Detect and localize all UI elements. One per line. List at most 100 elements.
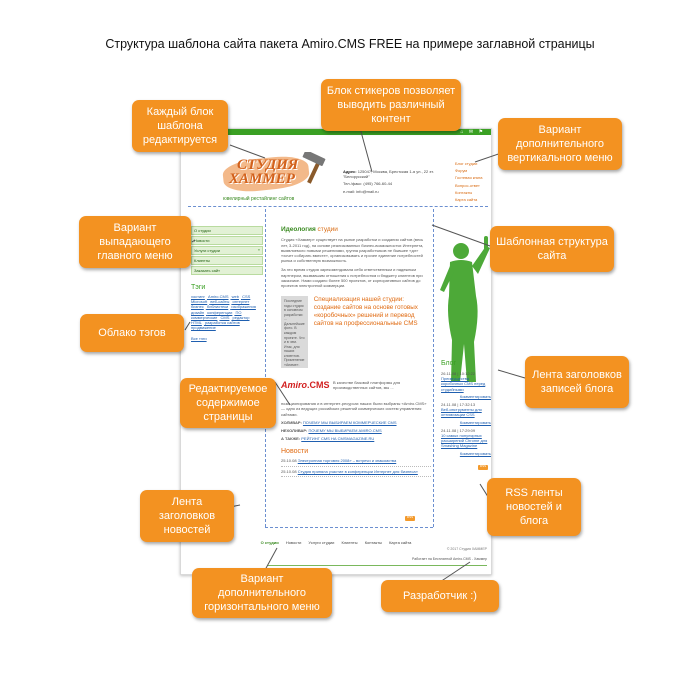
main-menu-item[interactable]: Клиенты (191, 256, 263, 265)
footer-menu-item[interactable]: Клиенты (341, 540, 358, 545)
article-link[interactable]: РЕЙТИНГ CMS НА CMSMAGAZINE.RU (301, 436, 375, 442)
blog-link[interactable]: 10 самых популярных расширений Chrome дл… (441, 432, 488, 449)
rss-news-icon[interactable]: RSS (405, 515, 415, 521)
callout-stickers: Блок стикеров позволяет выводить различн… (321, 79, 461, 131)
content-column: Идеология студии Студия «Хаммер» существ… (281, 226, 431, 477)
phone-text: Тел./факс: (495) 766-60-44 (343, 181, 393, 187)
email-text[interactable]: e-mail: info@mail.ru (343, 188, 379, 194)
article-link[interactable]: ПОЧЕМУ МЫ ВЫБИРАЕМ AMIRO.CMS (308, 427, 382, 433)
left-column: О студии Новости Услуги студии» Клиенты … (191, 226, 263, 342)
tag-link[interactable]: Amiro.CMS (208, 294, 229, 300)
tag-cloud: хостинг Amiro.CMS web CSS Microsoft веб-… (191, 294, 263, 330)
top-bar: ⌂ ✉ ⚑ (181, 129, 491, 135)
footer-menu-item[interactable]: О студии (260, 540, 279, 545)
amiro-block: Amiro.CMS В качестве базовой платформы д… (281, 380, 431, 398)
copyright: © 2017 Студия ХАММЕР (446, 547, 487, 551)
tag-link[interactable]: ПО (235, 309, 242, 315)
callout-rss: RSS ленты новостей и блога (487, 478, 581, 536)
tag-link[interactable]: интернет (232, 299, 250, 305)
tag-link[interactable]: HTML (191, 320, 202, 326)
content-paragraph: За это время студия зарекомендовала себя… (281, 267, 423, 288)
tag-link[interactable]: конференции (207, 309, 233, 315)
tag-link[interactable]: разработка сайтов (205, 320, 240, 326)
feature-caption: Специализация нашей студии: создание сай… (313, 296, 418, 327)
footer-menu-item[interactable]: Карта сайта (389, 540, 412, 545)
comment-link[interactable]: Комментировать (459, 419, 491, 425)
tags-title: Тэги (191, 284, 206, 291)
main-menu-item[interactable]: Новости (191, 236, 263, 245)
tag-link[interactable]: CMS (220, 314, 230, 320)
amiro-paragraph: позиционирования и в интернет-ресурсах н… (281, 401, 427, 417)
page-title: Структура шаблона сайта пакета Amiro.CMS… (105, 37, 595, 51)
content-title: Идеология студии (281, 226, 338, 233)
logo-line-1: СТУДИЯ (237, 157, 299, 173)
all-tags-link[interactable]: Все тэги (191, 336, 207, 342)
footer-menu-item[interactable]: Контакты (364, 540, 382, 545)
link-line: НЕХОЛИВАР: ПОЧЕМУ МЫ ВЫБИРАЕМ AMIRO.CMS (281, 427, 382, 433)
callout-editable-content: Редактируемое содержимое страницы (180, 378, 276, 428)
tag-link[interactable]: изображения (231, 304, 256, 310)
top-icons[interactable]: ⌂ ✉ ⚑ (460, 129, 485, 135)
comment-link[interactable]: Комментировать (459, 393, 491, 399)
blog-entry: 26.11.08 | 10:12:22 Преимущества коробоч… (441, 371, 491, 399)
extra-vertical-menu: Блог студии Форум Гостевая книга Вопрос-… (455, 161, 495, 204)
comment-link[interactable]: Комментировать (459, 450, 491, 456)
callout-news-feed: Лента заголовков новостей (140, 490, 234, 542)
vmenu-item[interactable]: Карта сайта (455, 196, 478, 202)
feature-block: Последние годы студия в основном разрабо… (281, 296, 431, 370)
template-border-left (265, 209, 266, 527)
main-menu-item[interactable]: Услуги студии» (191, 246, 263, 255)
feature-image: Последние годы студия в основном разрабо… (281, 296, 308, 369)
tag-link[interactable]: коммерческие (191, 314, 218, 320)
studio-logo[interactable]: СТУДИЯ ХАММЕР ювелирный рестайлинг сайто… (199, 150, 331, 202)
link-line: ХОЛИВАР: ПОЧЕМУ МЫ ВЫБИРАЕМ КОММЕРЧЕСКИЕ… (281, 419, 397, 425)
tag-link[interactable]: библиотеки (206, 304, 229, 310)
tag-link[interactable]: хостинг (191, 294, 205, 300)
template-border-bottom (265, 527, 433, 528)
developer-credit[interactable]: Работает на Бесплатной Amiro.CMS - Хамме… (411, 557, 487, 561)
tag-link[interactable]: веб-сайты (210, 299, 230, 305)
address-text: 125047, Москва, Брестская 1-я ул., 22 эт… (343, 169, 434, 180)
vmenu-item[interactable]: Контакты (455, 189, 473, 195)
tag-link[interactable]: дизайн (191, 309, 205, 315)
tag-link[interactable]: продвижение (191, 325, 216, 331)
callout-tag-cloud: Облако тэгов (80, 314, 184, 352)
article-link[interactable]: ПОЧЕМУ МЫ ВЫБИРАЕМ КОММЕРЧЕСКИЕ CMS (302, 419, 397, 425)
blog-entry: 24.11.08 | 17:32:13 Веб-инструменты для … (441, 402, 491, 425)
worker-silhouette (440, 236, 490, 382)
extra-horizontal-menu: О студии Новости Услуги студии Клиенты К… (181, 540, 491, 545)
template-border-right (433, 209, 434, 527)
contacts-block: Адрес: 125047, Москва, Брестская 1-я ул.… (343, 169, 451, 196)
blog-entry: 24.11.08 | 17:29:09 10 самых популярных … (441, 427, 491, 456)
blog-title: Блог (441, 360, 457, 367)
callout-dropdown-menu: Вариант выпадающего главного меню (79, 216, 191, 268)
blog-link[interactable]: Веб-инструменты для оптимизации CSS (441, 407, 482, 418)
callout-extra-vmenu: Вариант дополнительного вертикального ме… (498, 118, 622, 170)
logo-tagline: ювелирный рестайлинг сайтов (223, 196, 295, 202)
blog-block: Блог 26.11.08 | 10:12:22 Преимущества ко… (441, 359, 491, 456)
link-line: А ТАКЖЕ: РЕЙТИНГ CMS НА CMSMAGAZINE.RU (281, 436, 375, 442)
tag-link[interactable]: бизнес (191, 304, 204, 310)
callout-extra-hmenu: Вариант дополнительного горизонтального … (192, 568, 332, 618)
tag-link[interactable]: Microsoft (191, 299, 208, 305)
news-title: Новости (281, 448, 309, 456)
news-item: 25.10.08 Студия приняла участие в конфер… (281, 469, 431, 477)
vmenu-item[interactable]: Блог студии (455, 161, 478, 166)
rss-blog-icon[interactable]: RSS (478, 464, 488, 470)
main-menu-item[interactable]: О студии (191, 226, 263, 235)
main-menu-item[interactable]: Заказать сайт (191, 266, 263, 275)
footer-menu-item[interactable]: Новости (285, 540, 302, 545)
amiro-cms-logo[interactable]: Amiro.CMS (281, 380, 330, 391)
logo-line-2: ХАММЕР (229, 171, 295, 187)
hammer-icon (302, 152, 326, 184)
tag-link[interactable]: web (231, 294, 239, 300)
vmenu-item[interactable]: Вопрос-ответ (455, 182, 480, 188)
vmenu-item[interactable]: Форум (455, 168, 468, 174)
chevron-right-icon: » (257, 247, 260, 252)
tag-link[interactable]: редактор (232, 314, 250, 320)
footer-menu-item[interactable]: Услуги студии (308, 540, 335, 545)
vmenu-item[interactable]: Гостевая книга (455, 175, 483, 181)
callout-developer: Разработчик :) (381, 580, 499, 612)
blog-link[interactable]: Преимущества коробочных CMS перед студий… (441, 376, 486, 392)
tag-link[interactable]: CSS (242, 294, 251, 300)
